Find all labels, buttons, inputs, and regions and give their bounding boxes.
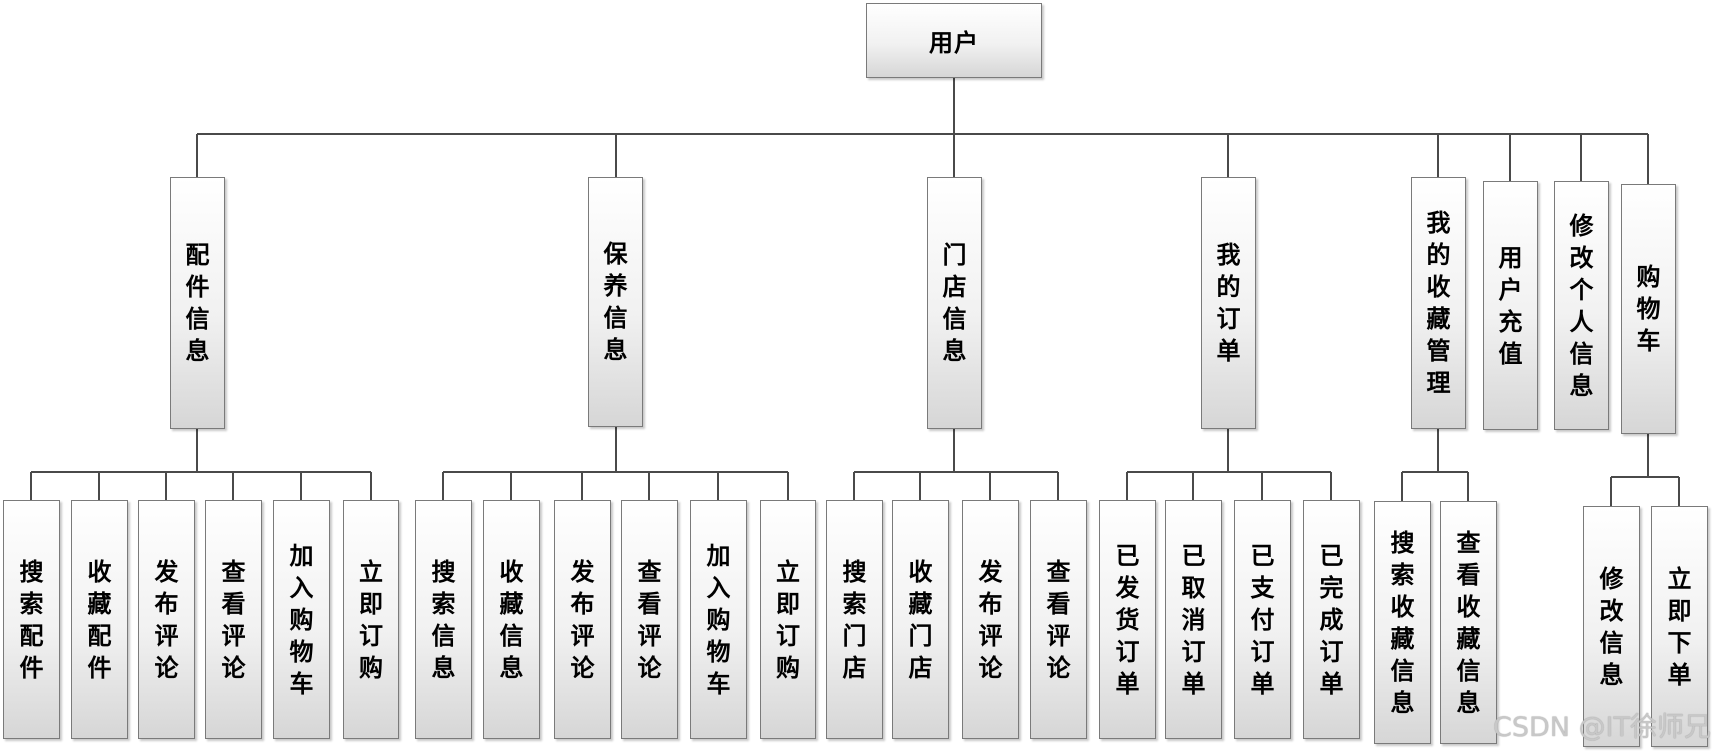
leaf-store-view-reviews: 查看评论: [1030, 500, 1087, 739]
leaf-label: 搜索门店: [842, 557, 867, 682]
module-label: 门店信息: [942, 241, 967, 365]
leaf-label: 搜索信息: [431, 557, 456, 682]
leaf-favorite-info: 收藏信息: [483, 500, 540, 739]
leaf-label: 搜索配件: [19, 557, 44, 682]
leaf-search-info: 搜索信息: [415, 500, 472, 739]
leaf-cancelled-orders: 已取消订单: [1165, 500, 1222, 739]
leaf-label: 搜索收藏信息: [1390, 528, 1415, 717]
module-label: 用户充值: [1498, 243, 1523, 368]
leaf-parts-add-to-cart: 加入购物车: [273, 500, 330, 739]
leaf-parts-post-review: 发布评论: [138, 500, 195, 739]
leaf-cart-place-order: 立即下单: [1651, 506, 1708, 747]
leaf-label: 已取消订单: [1181, 541, 1206, 698]
leaf-label: 收藏配件: [87, 557, 112, 682]
leaf-completed-orders: 已完成订单: [1303, 500, 1360, 739]
root-node-label: 用户: [929, 29, 979, 57]
leaf-label: 加入购物车: [289, 541, 314, 698]
leaf-label: 查看评论: [637, 557, 662, 682]
module-label: 配件信息: [185, 241, 210, 365]
module-parts-info: 配件信息: [170, 177, 225, 429]
leaf-label: 已完成订单: [1319, 541, 1344, 698]
leaf-label: 收藏信息: [499, 557, 524, 682]
module-user-recharge: 用户充值: [1483, 181, 1538, 430]
root-node-user: 用户: [866, 3, 1042, 78]
module-label: 修改个人信息: [1569, 211, 1594, 400]
leaf-label: 查看评论: [1046, 557, 1071, 682]
leaf-search-parts: 搜索配件: [3, 500, 60, 739]
leaf-search-stores: 搜索门店: [826, 500, 883, 739]
leaf-label: 已支付订单: [1250, 541, 1275, 698]
leaf-shipped-orders: 已发货订单: [1099, 500, 1156, 739]
module-favorites-management: 我的收藏管理: [1411, 177, 1466, 429]
leaf-parts-buy-now: 立即订购: [343, 500, 399, 739]
leaf-paid-orders: 已支付订单: [1234, 500, 1291, 739]
module-label: 我的收藏管理: [1426, 209, 1451, 397]
leaf-favorite-parts: 收藏配件: [71, 500, 128, 739]
leaf-store-post-review: 发布评论: [962, 500, 1019, 739]
leaf-maintenance-add-to-cart: 加入购物车: [690, 500, 747, 739]
module-store-info: 门店信息: [927, 177, 982, 429]
module-maintenance-info: 保养信息: [588, 177, 643, 427]
leaf-label: 修改信息: [1599, 564, 1624, 689]
leaf-label: 发布评论: [570, 557, 595, 682]
leaf-label: 加入购物车: [706, 541, 731, 698]
leaf-search-favorites: 搜索收藏信息: [1374, 501, 1431, 744]
leaf-label: 发布评论: [154, 557, 179, 682]
module-label: 购物车: [1636, 263, 1661, 355]
leaf-favorite-stores: 收藏门店: [892, 500, 949, 739]
watermark: CSDN @IT徐师兄: [1492, 712, 1711, 743]
leaf-label: 立即订购: [359, 557, 383, 682]
leaf-view-favorites: 查看收藏信息: [1440, 501, 1497, 744]
leaf-parts-view-reviews: 查看评论: [205, 500, 262, 739]
leaf-label: 发布评论: [978, 557, 1003, 682]
leaf-label: 查看评论: [221, 557, 246, 682]
leaf-label: 立即订购: [776, 557, 800, 682]
module-my-orders: 我的订单: [1201, 177, 1256, 429]
leaf-cart-edit-info: 修改信息: [1583, 506, 1640, 747]
leaf-label: 已发货订单: [1115, 541, 1140, 698]
module-label: 我的订单: [1216, 241, 1241, 365]
leaf-label: 收藏门店: [908, 557, 933, 682]
leaf-maintenance-view-reviews: 查看评论: [621, 500, 678, 739]
leaf-maintenance-post-review: 发布评论: [554, 500, 611, 739]
module-edit-profile: 修改个人信息: [1554, 181, 1609, 430]
leaf-maintenance-buy-now: 立即订购: [760, 500, 816, 739]
module-shopping-cart: 购物车: [1621, 184, 1676, 434]
module-label: 保养信息: [603, 240, 628, 364]
leaf-label: 查看收藏信息: [1456, 528, 1481, 717]
leaf-label: 立即下单: [1667, 564, 1692, 689]
